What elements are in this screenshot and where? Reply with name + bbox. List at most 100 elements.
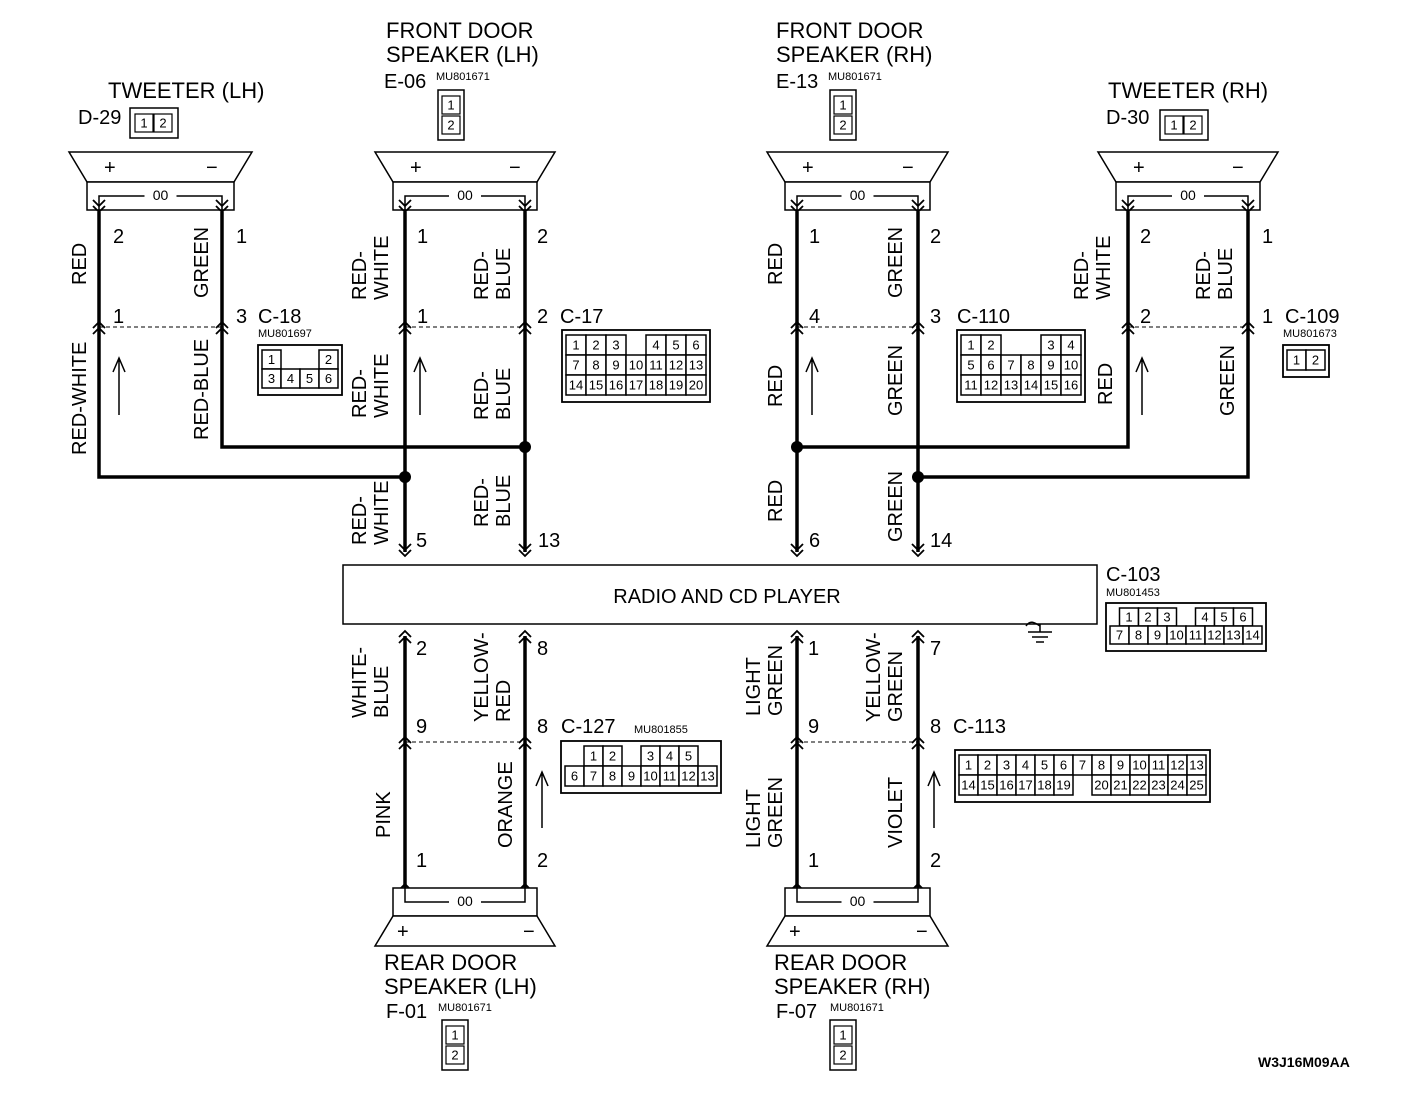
cavity-number: 12	[681, 769, 695, 784]
wire-label: GREEN	[765, 645, 787, 716]
cavity-number: 13	[1004, 378, 1018, 393]
terminal-chevron	[1121, 320, 1135, 335]
cavity-number: 7	[1007, 358, 1014, 373]
cavity-number: 22	[1132, 778, 1146, 793]
wire-label: PINK	[373, 791, 395, 838]
cavity-number: 18	[1037, 778, 1051, 793]
svg-text:FRONT DOOR: FRONT DOOR	[386, 18, 533, 43]
connector-cavity	[153, 113, 173, 133]
cavity-number: 15	[589, 378, 603, 393]
cavity-number: 14	[1245, 628, 1259, 643]
cavity-number: 14	[569, 378, 583, 393]
connector-cavity	[1186, 774, 1207, 796]
cavity-number: 10	[1132, 758, 1146, 773]
terminal-chevron	[911, 629, 925, 644]
terminal-chevron	[398, 549, 412, 558]
connector-cavity	[1183, 115, 1203, 135]
connector-cavity	[441, 115, 461, 135]
terminal-chevron	[790, 629, 804, 644]
wire-label: RED-	[349, 496, 371, 545]
terminal-chevron	[398, 199, 412, 208]
svg-text:SPEAKER (LH): SPEAKER (LH)	[384, 974, 537, 999]
wire-label: RED-	[1071, 251, 1093, 300]
terminal-chevron	[92, 205, 106, 214]
speaker-cone	[1096, 151, 1280, 183]
tweeter-lh-label: TWEETER (LH) D-29	[78, 78, 264, 129]
plus-sign: +	[410, 157, 422, 179]
terminal-chevron	[1241, 199, 1255, 208]
pin-label: 9	[416, 716, 427, 738]
connector-part-no: MU801855	[634, 724, 688, 736]
connector-label: C-109	[1285, 306, 1339, 328]
pin-label: 1	[809, 226, 820, 248]
connector-f01-symbol: 12	[441, 1019, 469, 1071]
cavity-number: 3	[268, 371, 275, 386]
connector-cavity	[833, 115, 853, 135]
cavity-number: 9	[612, 358, 619, 373]
cavity-number: 11	[1189, 628, 1203, 643]
diagram-id: W3J16M09AA	[1258, 1054, 1350, 1070]
svg-text:REAR DOOR: REAR DOOR	[774, 950, 907, 975]
speaker-rear-door-rh: 00+−	[765, 882, 950, 947]
cavity-number: 12	[984, 378, 998, 393]
pin-label: 8	[930, 716, 941, 738]
wire-label: WHITE	[1093, 236, 1115, 300]
cavity-number: 3	[612, 338, 619, 353]
wire-label: VIOLET	[885, 777, 907, 848]
svg-text:MU801671: MU801671	[436, 71, 490, 83]
speaker-cone	[67, 151, 254, 183]
cavity-number: 15	[980, 778, 994, 793]
connector-part-no: MU801697	[258, 328, 312, 340]
cavity-number: 13	[1189, 758, 1203, 773]
cavity-number: 16	[999, 778, 1013, 793]
terminal-chevron	[398, 205, 412, 214]
connector-f07-symbol: 12	[829, 1019, 857, 1071]
terminal-chevron	[1121, 199, 1135, 208]
cavity-number: 3	[1047, 338, 1054, 353]
cavity-number: 3	[1163, 610, 1170, 625]
wire-label: GREEN	[1217, 345, 1239, 416]
pin-numbers: 2 1 1 3 1 2 1 2 5 13 1 2 4 3 6 14 2 1 2 …	[113, 226, 1273, 872]
terminal-chevron	[398, 735, 412, 750]
wire-label: RED-	[1193, 251, 1215, 300]
cavity-number: 23	[1151, 778, 1165, 793]
pin-label: 8	[537, 716, 548, 738]
cavity-number: 16	[1064, 378, 1078, 393]
wire-label: GREEN	[765, 777, 787, 848]
cavity-number: 2	[592, 338, 599, 353]
connector-cavity	[685, 374, 707, 396]
terminal-chevron	[92, 320, 106, 335]
pin-label: 1	[1262, 226, 1273, 248]
connector-part-no: MU801453	[1106, 587, 1160, 599]
connector-e06-symbol: 12	[437, 89, 465, 141]
wire-label: GREEN	[885, 471, 907, 542]
pin-label: 9	[808, 716, 819, 738]
speaker-cone	[373, 915, 557, 947]
wire-label: WHITE-	[349, 647, 371, 718]
cavity-number: 9	[1047, 358, 1054, 373]
cavity-number: 1	[839, 1028, 846, 1043]
coil-gap	[449, 894, 481, 908]
terminal-chevron	[398, 629, 412, 644]
rear-lh-label: REAR DOOR SPEAKER (LH) F-01 MU801671	[384, 950, 537, 1023]
connector-cavity	[833, 95, 853, 115]
pin-label: 2	[416, 638, 427, 660]
connector-cavity	[445, 1025, 465, 1045]
svg-text:F-07: F-07	[776, 1001, 817, 1023]
pin-label: 8	[537, 638, 548, 660]
cavity-number: 8	[592, 358, 599, 373]
speaker-cone	[765, 915, 950, 947]
connector-label: C-18	[258, 306, 301, 328]
front-lh-label: FRONT DOOR SPEAKER (LH) E-06 MU801671	[384, 18, 539, 93]
coil-gap	[144, 188, 177, 202]
svg-text:E-13: E-13	[776, 71, 818, 93]
minus-sign: −	[509, 157, 521, 179]
cavity-number: 11	[663, 769, 677, 784]
speaker-cone	[765, 151, 950, 183]
speaker-front-door-lh: +−00	[373, 151, 557, 214]
svg-text:MU801671: MU801671	[828, 71, 882, 83]
wire-color-labels: RED GREEN RED-WHITE RED-BLUE RED- WHITE …	[69, 227, 1239, 848]
connector-cavity	[445, 1045, 465, 1065]
